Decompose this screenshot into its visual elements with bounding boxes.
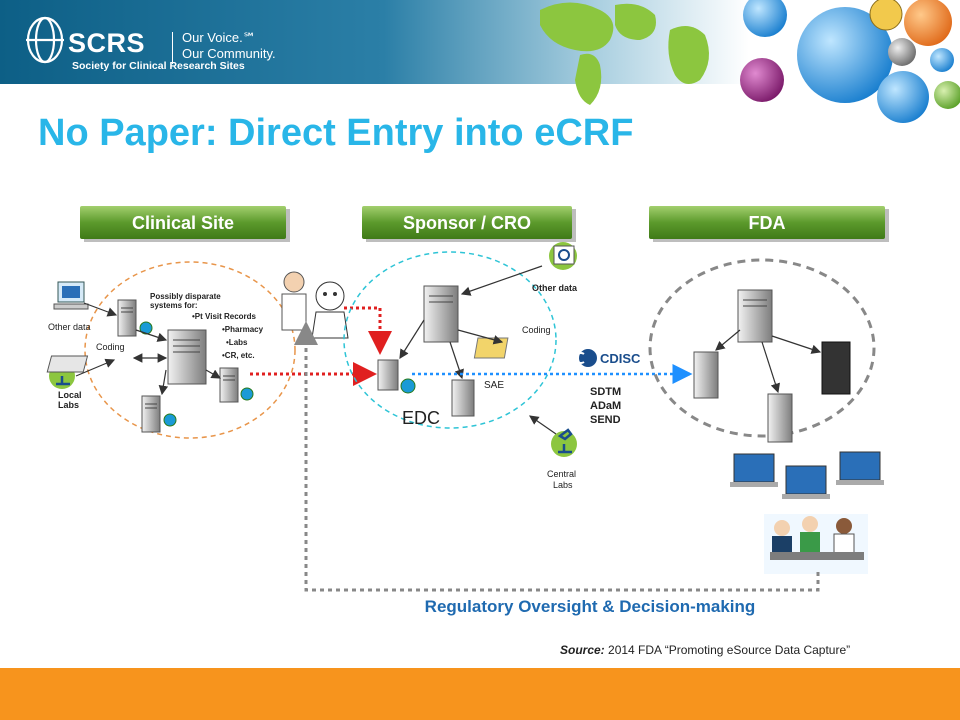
note-line-3: •Pt Visit Records [192,312,257,321]
clinical-server-1-icon [117,299,153,337]
source-text: 2014 FDA “Promoting eSource Data Capture… [604,643,851,657]
sponsor-coding-icon [473,337,509,359]
sponsor-main-server-icon [423,285,459,343]
data-flow-diagram: Clinical Site Sponsor / CRO FDA Other da… [46,206,889,616]
header-fda-label: FDA [749,213,786,233]
sae-server-icon [451,379,475,417]
header-clinical-site-label: Clinical Site [132,213,234,233]
other-data-computer-icon [53,281,89,310]
slide-title: No Paper: Direct Entry into eCRF [38,112,634,154]
central-labs-label-2: Labs [553,480,573,490]
logo-divider [172,32,173,64]
physician-cartoon-icon [311,281,349,339]
clinical-coding-label: Coding [96,342,125,352]
logo-figure-icon [26,16,64,64]
local-labs-label-1: Local [58,390,82,400]
regulatory-feedback-loop [294,321,820,592]
cdisc-label: CDISC [600,351,641,366]
central-labs-microscope-icon [551,428,577,457]
fda-server-1-icon [693,351,719,399]
cdisc-logo-icon [575,349,597,367]
note-line-2: systems for: [150,301,198,310]
footer-bar [0,668,960,720]
sponsor-arrows [399,265,557,435]
standard-sdtm: SDTM [590,386,621,398]
clinical-site-boundary [84,261,296,439]
note-line-4: •Pharmacy [222,325,264,334]
clinical-server-2-icon [141,395,177,433]
fda-main-server-icon [737,289,773,343]
note-line-1: Possibly disparate [150,292,221,301]
fda-arrows [715,329,822,394]
header-clinical-site: Clinical Site [80,206,290,242]
source-label: Source: [560,643,605,657]
clinical-coding-icon [46,355,89,373]
edc-server-icon [377,359,416,394]
sae-label: SAE [484,380,504,391]
fda-server-3-icon [821,341,851,395]
sponsor-boundary [343,251,557,429]
header-fda: FDA [649,206,889,242]
source-citation: Source: 2014 FDA “Promoting eSource Data… [560,643,850,657]
fda-boundary [648,258,876,438]
sponsor-coding-label: Coding [522,325,551,335]
logo-subtitle: Society for Clinical Research Sites [72,60,245,72]
note-line-5: •Labs [226,338,248,347]
direct-entry-flow [250,306,392,386]
doctor-icon [281,271,307,331]
regulatory-oversight-label: Regulatory Oversight & Decision-making [425,597,756,616]
logo-tagline-2: Our Community. [182,46,276,61]
edc-label: EDC [402,408,440,428]
standard-send: SEND [590,414,621,426]
clinical-arrows [75,302,222,396]
review-laptops-icon [730,451,884,499]
sponsor-other-data-label: Other data [532,283,578,293]
clinical-main-server-icon [167,329,207,385]
logo-tagline-1: Our Voice.℠ [182,30,256,45]
fda-server-2-icon [767,393,793,443]
clinical-other-data-label: Other data [48,322,91,332]
map-silhouettes [540,2,709,105]
header-sponsor-cro: Sponsor / CRO [362,206,576,242]
sponsor-other-data-disc-icon [549,242,577,270]
reviewers-meeting-icon [764,514,868,574]
logo-wordmark: SCRS [68,28,146,58]
globe-decoration [540,0,960,123]
scrs-logo[interactable]: SCRS Our Voice.℠ Our Community. Society … [22,10,282,76]
clinical-server-3-icon [219,367,254,403]
note-line-6: •CR, etc. [222,351,255,360]
standard-adam: ADaM [590,400,621,412]
local-labs-label-2: Labs [58,400,79,410]
central-labs-label-1: Central [547,469,576,479]
header-sponsor-label: Sponsor / CRO [403,213,531,233]
